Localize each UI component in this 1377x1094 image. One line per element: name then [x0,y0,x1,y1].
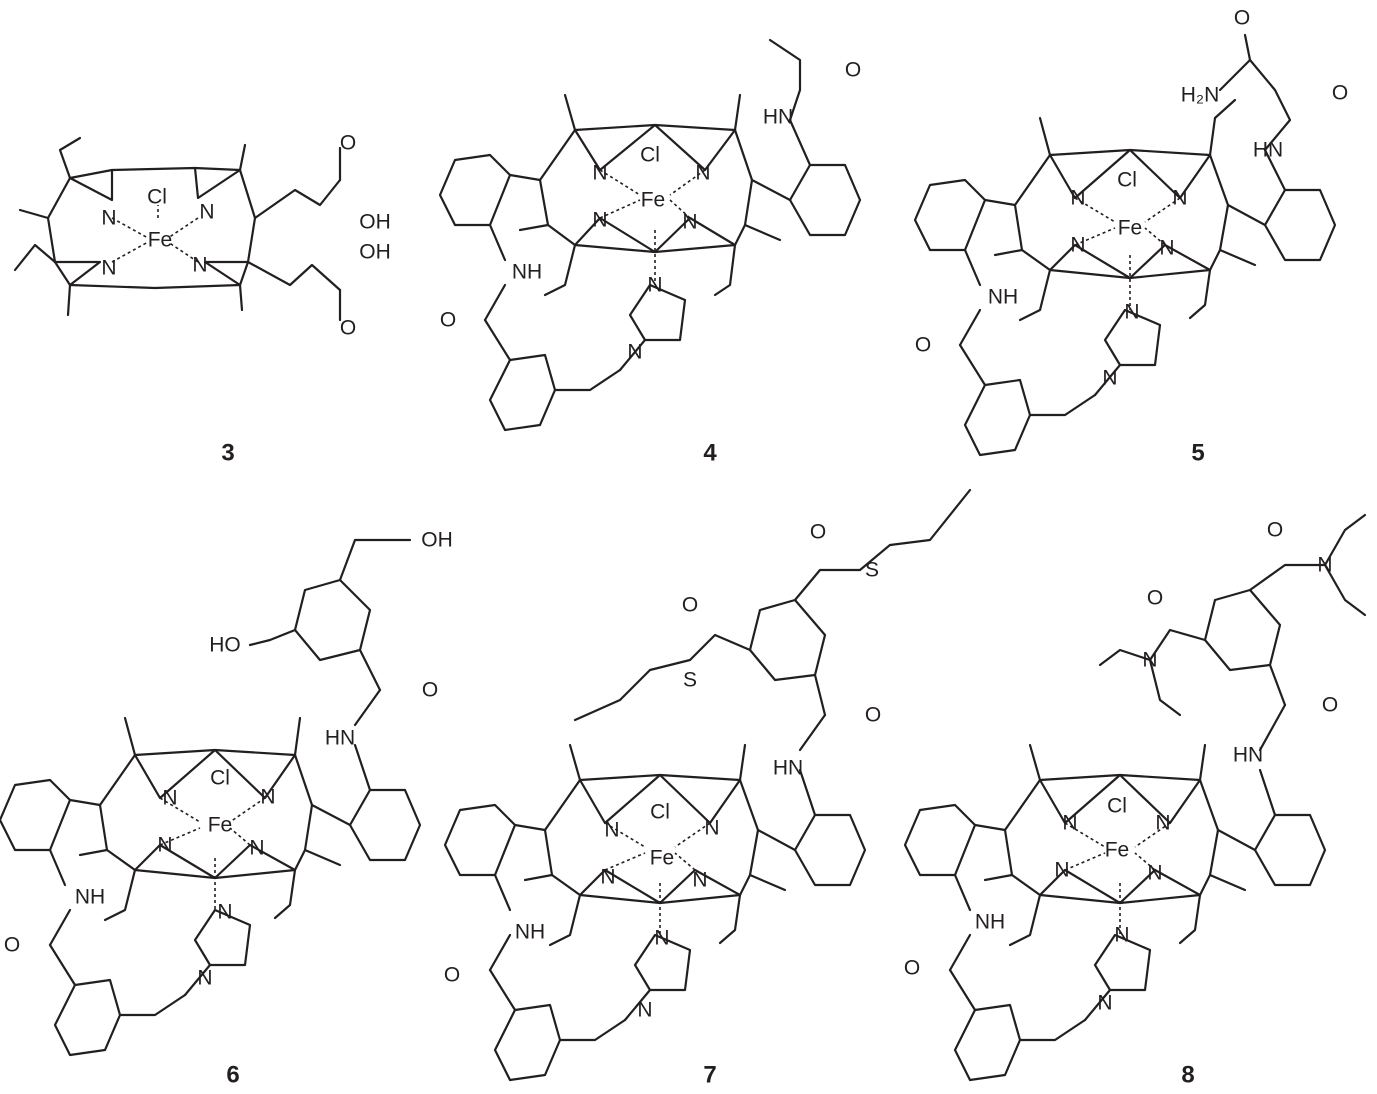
compound-3-structure: N N N N Cl Fe O OH OH O 3 [13,132,391,467]
nitrogen-label: N [637,999,652,1022]
compound-6-structure: N N N N Cl Fe N N NH O HN O OH HO 6 [0,529,453,1089]
amide-hn-label: HN [763,106,793,129]
nitrogen-label: N [592,162,607,185]
nitrogen-label: N [592,209,607,232]
nitrogen-label: N [1172,187,1187,210]
iron-label: Fe [1105,839,1130,862]
nitrogen-label: N [101,257,116,280]
iron-label: Fe [208,814,233,837]
oxygen-label: O [915,334,931,357]
nitrogen-label: N [604,819,619,842]
iron-label: Fe [650,847,675,870]
oxygen-label: O [1234,7,1250,30]
nitrogen-label: N [260,786,275,809]
nitrogen-label: N [1124,301,1139,324]
oxygen-label: O [865,704,881,727]
chloride-label: Cl [210,767,230,790]
oxygen-label: O [1147,587,1163,610]
oxygen-label: O [810,521,826,544]
oxygen-label: O [1322,694,1338,717]
amide-hn-label: HN [773,757,803,780]
nitrogen-label: N [1097,992,1112,1015]
nitrogen-label: N [682,211,697,234]
nitrogen-label: N [1155,812,1170,835]
iron-label: Fe [641,189,666,212]
compound-number: 3 [221,440,234,467]
nitrogen-label: N [704,817,719,840]
oxygen-label: O [4,934,20,957]
nitrogen-label: N [249,837,264,860]
hydroxyl-label: HO [209,634,241,657]
nitrogen-label: N [1317,554,1332,577]
amide-nh-label: NH [515,921,545,944]
amide-nh-label: NH [75,886,105,909]
amide-hn-label: HN [1253,139,1283,162]
compound-number: 7 [703,1062,716,1089]
amide-hn-label: HN [325,727,355,750]
nitrogen-label: N [162,787,177,810]
compound-8-structure: N N N N Cl Fe N N NH O HN O O N O N 8 [904,513,1367,1089]
nitrogen-label: N [192,254,207,277]
nitrogen-label: N [197,967,212,990]
amide-hn-label: HN [1233,744,1263,767]
oxygen-label: O [845,59,861,82]
nitrogen-label: N [627,341,642,364]
nitrogen-label: N [692,869,707,892]
chloride-label: Cl [1107,795,1127,818]
amide-nh-label: NH [988,286,1018,309]
nitrogen-label: N [600,866,615,889]
nitrogen-label: N [101,207,116,230]
nitrogen-label: N [1114,924,1129,947]
oxygen-label: O [682,594,698,617]
sulfur-label: S [683,669,697,692]
amide-nh-label: NH [512,261,542,284]
chloride-label: Cl [650,801,670,824]
nitrogen-label: N [1159,237,1174,260]
nitrogen-label: N [1062,812,1077,835]
chloride-label: Cl [1117,169,1137,192]
nitrogen-label: N [199,201,214,224]
compound-number: 8 [1181,1062,1194,1089]
nitrogen-label: N [157,834,172,857]
oxygen-label: O [444,964,460,987]
oxygen-label: O [1332,82,1348,105]
chloride-label: Cl [147,186,167,209]
nitrogen-label: N [647,274,662,297]
oxygen-label: O [340,132,356,155]
nitrogen-label: N [1147,862,1162,885]
oxygen-label: O [904,957,920,980]
iron-label: Fe [148,229,173,252]
oxygen-label: O [422,679,438,702]
compound-number: 6 [226,1062,239,1089]
nitrogen-label: N [695,162,710,185]
nitrogen-label: N [1070,187,1085,210]
hydroxyl-label: OH [421,529,453,552]
compound-5-structure: N N N N Cl Fe N N NH O HN O H₂N O 5 [913,7,1348,467]
chloride-label: Cl [640,144,660,167]
compound-4-structure: N N N N Cl Fe N N NH O HN O 4 [438,38,861,467]
sulfur-label: S [865,559,879,582]
nitrogen-label: N [1054,859,1069,882]
oxygen-label: O [340,317,356,340]
nitrogen-label: N [1070,234,1085,257]
nitrogen-label: N [1142,649,1157,672]
nitrogen-label: N [1102,367,1117,390]
compound-number: 4 [703,440,717,467]
oxygen-label: O [440,309,456,332]
iron-label: Fe [1118,217,1143,240]
nitrogen-label: N [654,927,669,950]
hydroxyl-label: OH [359,211,391,234]
hydroxyl-label: OH [359,241,391,264]
nitrogen-label: N [217,901,232,924]
amine-label: H₂N [1181,84,1219,107]
amide-nh-label: NH [975,911,1005,934]
compound-number: 5 [1191,440,1204,467]
oxygen-label: O [1267,519,1283,542]
compound-7-structure: N N N N Cl Fe N N NH O HN O O S O S 7 [444,488,972,1089]
